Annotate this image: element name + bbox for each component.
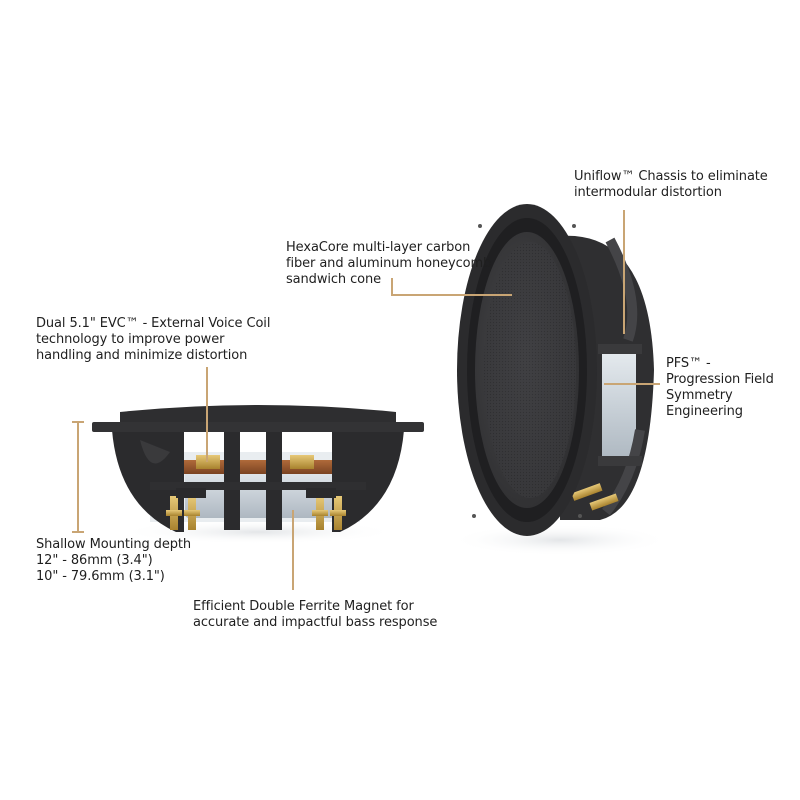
magnet-line-2: accurate and impactful bass response bbox=[193, 615, 438, 630]
mounting-depth-callout: Shallow Mounting depth 12" - 86mm (3.4")… bbox=[36, 537, 191, 585]
pfs-line-1: PFS™ - bbox=[666, 356, 711, 371]
evc-line-3: handling and minimize distortion bbox=[36, 348, 248, 363]
pfs-line-4: Engineering bbox=[666, 404, 743, 419]
hexacore-callout-line bbox=[391, 278, 512, 296]
pfs-callout: PFS™ - Progression Field Symmetry Engine… bbox=[666, 356, 774, 420]
depth-line-3: 10" - 79.6mm (3.1") bbox=[36, 569, 165, 584]
ferrite-magnet-callout: Efficient Double Ferrite Magnet for accu… bbox=[193, 599, 437, 631]
hexacore-line-2: fiber and aluminum honeycomb bbox=[286, 256, 492, 271]
evc-line-2: technology to improve power bbox=[36, 332, 225, 347]
depth-line-1: Shallow Mounting depth bbox=[36, 537, 192, 552]
callout-lines bbox=[72, 210, 660, 590]
hexacore-line-1: HexaCore multi-layer carbon bbox=[286, 240, 471, 255]
evc-voice-coil-callout: Dual 5.1" EVC™ - External Voice Coil tec… bbox=[36, 316, 270, 364]
uniflow-line-1: Uniflow™ Chassis to eliminate bbox=[574, 169, 768, 184]
pfs-line-3: Symmetry bbox=[666, 388, 733, 403]
hexacore-line-3: sandwich cone bbox=[286, 272, 382, 287]
side-view-speaker bbox=[92, 405, 424, 544]
uniflow-chassis-callout: Uniflow™ Chassis to eliminate intermodul… bbox=[574, 169, 768, 201]
evc-line-1: Dual 5.1" EVC™ - External Voice Coil bbox=[36, 316, 271, 331]
depth-line-2: 12" - 86mm (3.4") bbox=[36, 553, 153, 568]
uniflow-line-2: intermodular distortion bbox=[574, 185, 722, 200]
hexacore-cone-callout: HexaCore multi-layer carbon fiber and al… bbox=[286, 240, 491, 288]
pfs-line-2: Progression Field bbox=[666, 372, 774, 387]
magnet-line-1: Efficient Double Ferrite Magnet for bbox=[193, 599, 414, 614]
